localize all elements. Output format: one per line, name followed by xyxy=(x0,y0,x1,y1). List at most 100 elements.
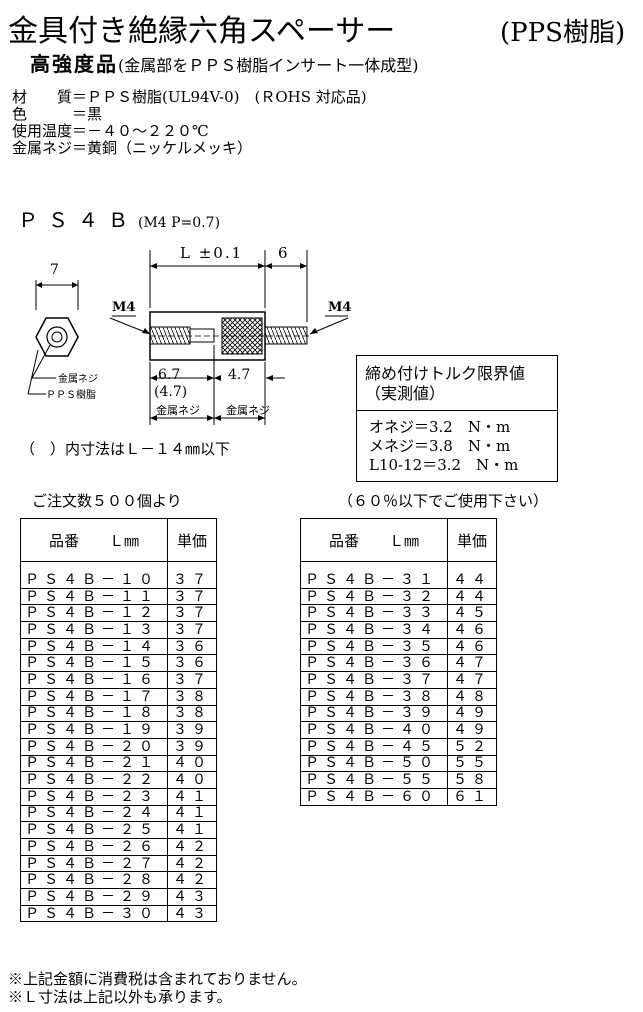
subtitle: 高強度品(金属部をＰＰＳ樹脂インサート一体成型) xyxy=(30,48,419,77)
part-number: ＰＳ４Ｂ－２０ xyxy=(20,738,168,756)
unit-price: ４２ xyxy=(167,855,217,873)
order-quantity-note: ご注文数５００個より xyxy=(32,492,182,510)
header-part: 品番 Ｌ㎜ xyxy=(300,518,448,562)
stud-length-label: 6 xyxy=(278,244,288,262)
part-number: ＰＳ４Ｂ－１５ xyxy=(20,654,168,673)
part-number: ＰＳ４Ｂ－３０ xyxy=(20,905,168,923)
table-spacer xyxy=(167,561,217,572)
part-number: ＰＳ４Ｂ－２１ xyxy=(20,755,168,773)
page-title: 金具付き絶縁六角スペーサー xyxy=(8,14,396,49)
part-number: ＰＳ４Ｂ－１９ xyxy=(20,721,168,739)
torque-values: オネジ＝3.2 N・m メネジ＝3.8 N・m L10-12＝3.2 N・m xyxy=(369,418,518,475)
unit-price: ６１ xyxy=(447,788,497,806)
torque-box: 締め付けトルク限界値 （実測値） オネジ＝3.2 N・m メネジ＝3.8 N・m… xyxy=(356,355,558,482)
footer-tax-note: ※上記金額に消費税は含まれておりません。 xyxy=(8,970,307,988)
callout-metal-screw: 金属ネジ xyxy=(58,374,98,385)
unit-price: ４４ xyxy=(447,572,497,589)
unit-price: ４２ xyxy=(167,871,217,890)
part-number: ＰＳ４Ｂ－４５ xyxy=(300,738,448,756)
unit-price: ４６ xyxy=(447,638,497,656)
unit-price: ３６ xyxy=(167,638,217,656)
part-number: ＰＳ４Ｂ－６０ xyxy=(300,788,448,806)
spacer-side-view xyxy=(109,250,349,425)
depth1-label: 6.7 xyxy=(158,367,181,383)
table-spacer xyxy=(20,561,168,572)
part-number: ＰＳ４Ｂ－２６ xyxy=(20,838,168,856)
part-number: ＰＳ４Ｂ－３１ xyxy=(300,572,448,589)
part-number: ＰＳ４Ｂ－１８ xyxy=(20,705,168,723)
page-title-suffix: (PPS樹脂) xyxy=(500,18,626,48)
part-number: ＰＳ４Ｂ－４０ xyxy=(300,721,448,739)
unit-price: ３７ xyxy=(167,572,217,589)
torque-subtitle: （実測値） xyxy=(365,384,446,403)
unit-price: ３７ xyxy=(167,621,217,639)
unit-price: ５８ xyxy=(447,771,497,789)
part-number: ＰＳ４Ｂ－３８ xyxy=(300,688,448,706)
table-spacer xyxy=(447,561,497,572)
part-number: ＰＳ４Ｂ－３３ xyxy=(300,604,448,623)
unit-price: ４３ xyxy=(167,905,217,923)
metal-screw-right-label: 金属ネジ xyxy=(226,404,270,417)
part-number: ＰＳ４Ｂ－１３ xyxy=(20,621,168,639)
spec-color: 色 ＝黒 xyxy=(12,105,103,123)
unit-price: ４１ xyxy=(167,805,217,823)
unit-price: ４０ xyxy=(167,771,217,789)
header-price: 単価 xyxy=(447,518,497,562)
unit-price: ５５ xyxy=(447,755,497,773)
unit-price: ４７ xyxy=(447,654,497,673)
part-number: ＰＳ４Ｂ－５０ xyxy=(300,755,448,773)
unit-price: ３７ xyxy=(167,604,217,623)
paren-dimension-note: （ ）内寸法はＬ－１４㎜以下 xyxy=(20,440,231,458)
model-name: ＰＳ４Ｂ(M4 P=0.7) xyxy=(18,204,220,233)
part-number: ＰＳ４Ｂ－３７ xyxy=(300,671,448,689)
part-number: ＰＳ４Ｂ－１６ xyxy=(20,671,168,689)
part-number: ＰＳ４Ｂ－２７ xyxy=(20,855,168,873)
unit-price: ４５ xyxy=(447,604,497,623)
spec-temperature: 使用温度＝－４０～２２０℃ xyxy=(12,122,209,140)
hex-end-view xyxy=(27,280,79,395)
footer-custom-length-note: ※Ｌ寸法は上記以外も承ります。 xyxy=(8,988,232,1006)
depth1-alt-label: (4.7) xyxy=(154,384,188,400)
unit-price: ４１ xyxy=(167,821,217,839)
part-number: ＰＳ４Ｂ－２９ xyxy=(20,888,168,906)
unit-price: ３９ xyxy=(167,721,217,739)
hex-width-label: 7 xyxy=(50,262,59,278)
unit-price: ４０ xyxy=(167,755,217,773)
torque-title-text: 締め付けトルク限界値 xyxy=(365,364,526,383)
unit-price: ４９ xyxy=(447,705,497,723)
unit-price: ４８ xyxy=(447,688,497,706)
unit-price: ４３ xyxy=(167,888,217,906)
unit-price: ３６ xyxy=(167,654,217,673)
part-number: ＰＳ４Ｂ－１４ xyxy=(20,638,168,656)
m4-left-label: M4 xyxy=(112,300,136,315)
unit-price: ５２ xyxy=(447,738,497,756)
part-number: ＰＳ４Ｂ－３４ xyxy=(300,621,448,639)
part-number: ＰＳ４Ｂ－１２ xyxy=(20,604,168,623)
part-number: ＰＳ４Ｂ－２３ xyxy=(20,788,168,806)
spec-metal-screw: 金属ネジ＝黄銅（ニッケルメッキ） xyxy=(12,139,253,157)
m4-right-label: M4 xyxy=(328,300,352,315)
model-code: ＰＳ４Ｂ xyxy=(18,208,138,232)
header-price: 単価 xyxy=(167,518,217,562)
unit-price: ４１ xyxy=(167,788,217,806)
